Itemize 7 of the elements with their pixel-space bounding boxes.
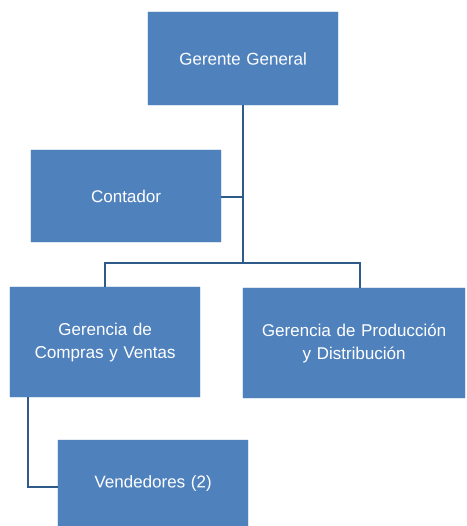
org-box: Contador (30, 150, 222, 242)
connector-line (27, 397, 58, 488)
org-box: Vendedores (2) (58, 440, 248, 526)
org-box: Gerencia de Compras y Ventas (10, 286, 200, 398)
connector-line (242, 105, 361, 288)
org-box: Gerente General (148, 12, 338, 106)
org-box: Gerencia de Producción y Distribución (242, 288, 466, 398)
